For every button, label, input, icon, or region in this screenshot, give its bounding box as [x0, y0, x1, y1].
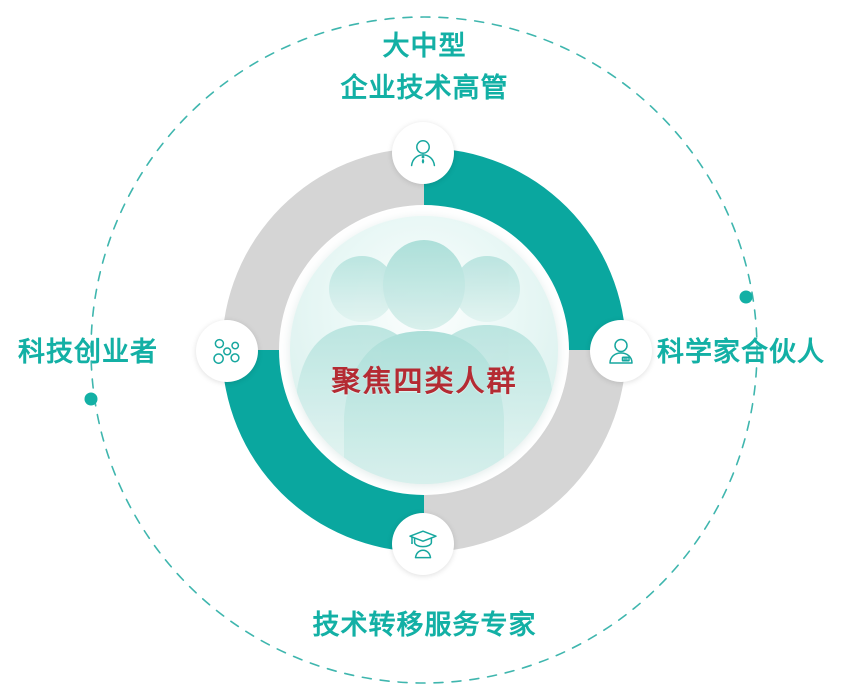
dashed-circle-dot-right — [739, 290, 753, 304]
label-top-line2: 企业技术高管 — [340, 72, 509, 103]
outer-dashed-circle — [90, 16, 758, 684]
segment-icon-top[interactable] — [392, 122, 454, 184]
dashed-circle-dot-left — [84, 392, 98, 406]
graduate-cap-icon — [406, 527, 440, 561]
molecule-nodes-icon — [210, 334, 244, 368]
label-left-line1: 科技创业者 — [18, 337, 158, 367]
segment-icon-bottom[interactable] — [392, 513, 454, 575]
label-right-line1: 科学家合伙人 — [657, 337, 825, 367]
label-bottom: 技术转移服务专家 — [0, 605, 849, 647]
label-right: 科学家合伙人 — [657, 332, 825, 374]
label-bottom-line1: 技术转移服务专家 — [312, 610, 537, 640]
center-title: 聚焦四类人群 — [331, 366, 518, 398]
ring-segment-bottom-left — [222, 350, 424, 552]
segment-icon-right[interactable] — [590, 320, 652, 382]
segmented-ring — [222, 148, 626, 552]
ring-segment-top-left — [222, 148, 424, 350]
person-tie-icon — [406, 136, 440, 170]
ring-segment-bottom-right — [424, 350, 626, 552]
label-top: 大中型 企业技术高管 — [0, 26, 849, 110]
ring-segment-top-right — [424, 148, 626, 350]
three-people-silhouette-icon — [296, 240, 553, 484]
segment-icon-left[interactable] — [196, 320, 258, 382]
label-top-line1: 大中型 — [382, 31, 467, 61]
person-badge-icon — [605, 335, 637, 367]
label-left: 科技创业者 — [18, 332, 158, 374]
